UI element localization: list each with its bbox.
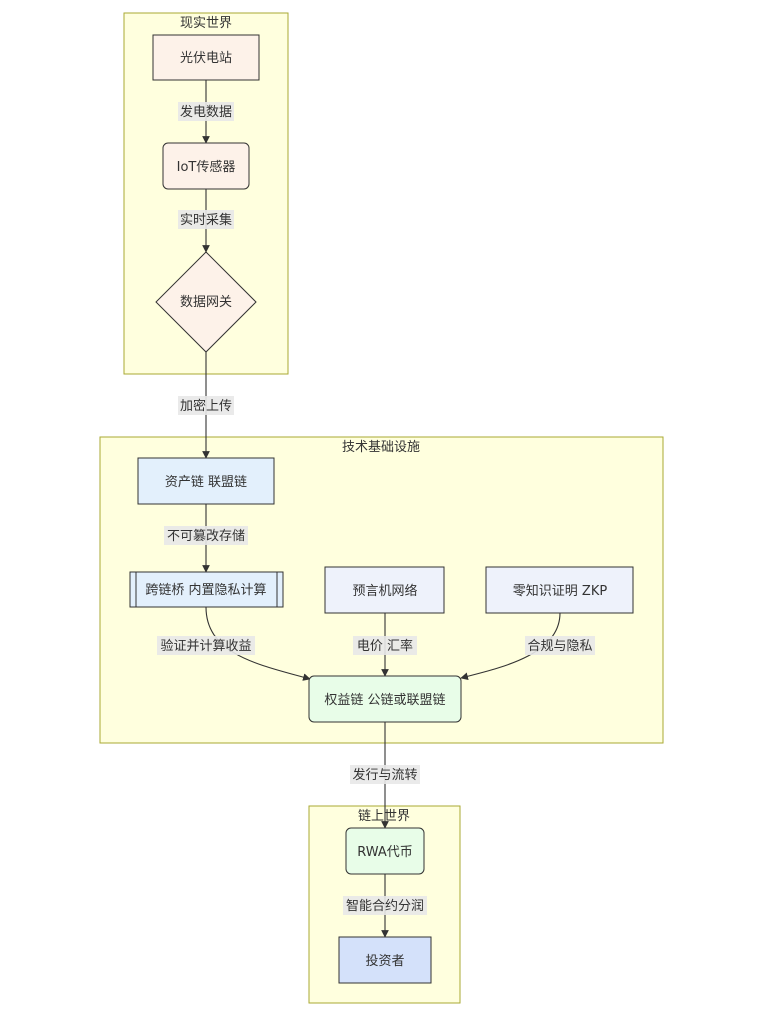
node-label-cross-chain-bridge: 跨链桥 内置隐私计算 xyxy=(145,582,266,598)
node-label-solar-station: 光伏电站 xyxy=(180,51,232,66)
node-cross-chain-bridge[interactable]: 跨链桥 内置隐私计算 xyxy=(129,571,284,608)
node-oracle-network[interactable]: 预言机网络 xyxy=(324,566,445,614)
edge-label-price-fx: 电价 汇率 xyxy=(357,638,413,654)
node-label-zkp: 零知识证明 ZKP xyxy=(513,583,608,599)
cluster-title-onchain-world: 链上世界 xyxy=(358,809,410,824)
node-equity-chain[interactable]: 权益链 公链或联盟链 xyxy=(308,675,462,723)
node-label-asset-chain: 资产链 联盟链 xyxy=(165,475,247,490)
node-label-investor: 投资者 xyxy=(365,953,404,969)
edge-label-gen-data: 发电数据 xyxy=(180,104,232,120)
edge-label-realtime-collect: 实时采集 xyxy=(180,212,232,228)
node-data-gateway[interactable]: 数据网关 xyxy=(155,251,257,353)
node-rwa-token[interactable]: RWA代币 xyxy=(345,827,425,875)
node-label-iot-sensor: IoT传感器 xyxy=(177,159,236,175)
node-label-oracle-network: 预言机网络 xyxy=(352,583,417,599)
cluster-title-real-world: 现实世界 xyxy=(180,16,232,31)
edge-label-verify-calc: 验证并计算收益 xyxy=(160,638,251,654)
edge-label-encrypt-upload: 加密上传 xyxy=(180,398,232,414)
edge-zkp-to-equity xyxy=(460,612,561,681)
node-label-equity-chain: 权益链 公链或联盟链 xyxy=(324,692,445,708)
edge-label-issue-circulate: 发行与流转 xyxy=(352,767,417,783)
edge-label-immutable-store: 不可篡改存储 xyxy=(167,528,245,544)
cluster-title-tech-infra: 技术基础设施 xyxy=(342,440,420,455)
edge-label-compliance-privacy: 合规与隐私 xyxy=(527,639,592,654)
edge-label-smart-contract: 智能合约分润 xyxy=(346,899,424,914)
node-investor[interactable]: 投资者 xyxy=(338,936,432,984)
node-asset-chain[interactable]: 资产链 联盟链 xyxy=(137,457,275,505)
node-solar-station[interactable]: 光伏电站 xyxy=(152,34,260,81)
node-zkp[interactable]: 零知识证明 ZKP xyxy=(485,566,634,614)
edge-bridge-to-equity xyxy=(205,606,311,681)
node-label-data-gateway: 数据网关 xyxy=(180,295,232,310)
node-iot-sensor[interactable]: IoT传感器 xyxy=(162,142,250,190)
edge-labels: 发电数据 实时采集 加密上传 不可篡改存储 验证并计算收益 电价 汇率 合规与隐… xyxy=(157,102,595,915)
node-label-rwa-token: RWA代币 xyxy=(357,845,413,860)
